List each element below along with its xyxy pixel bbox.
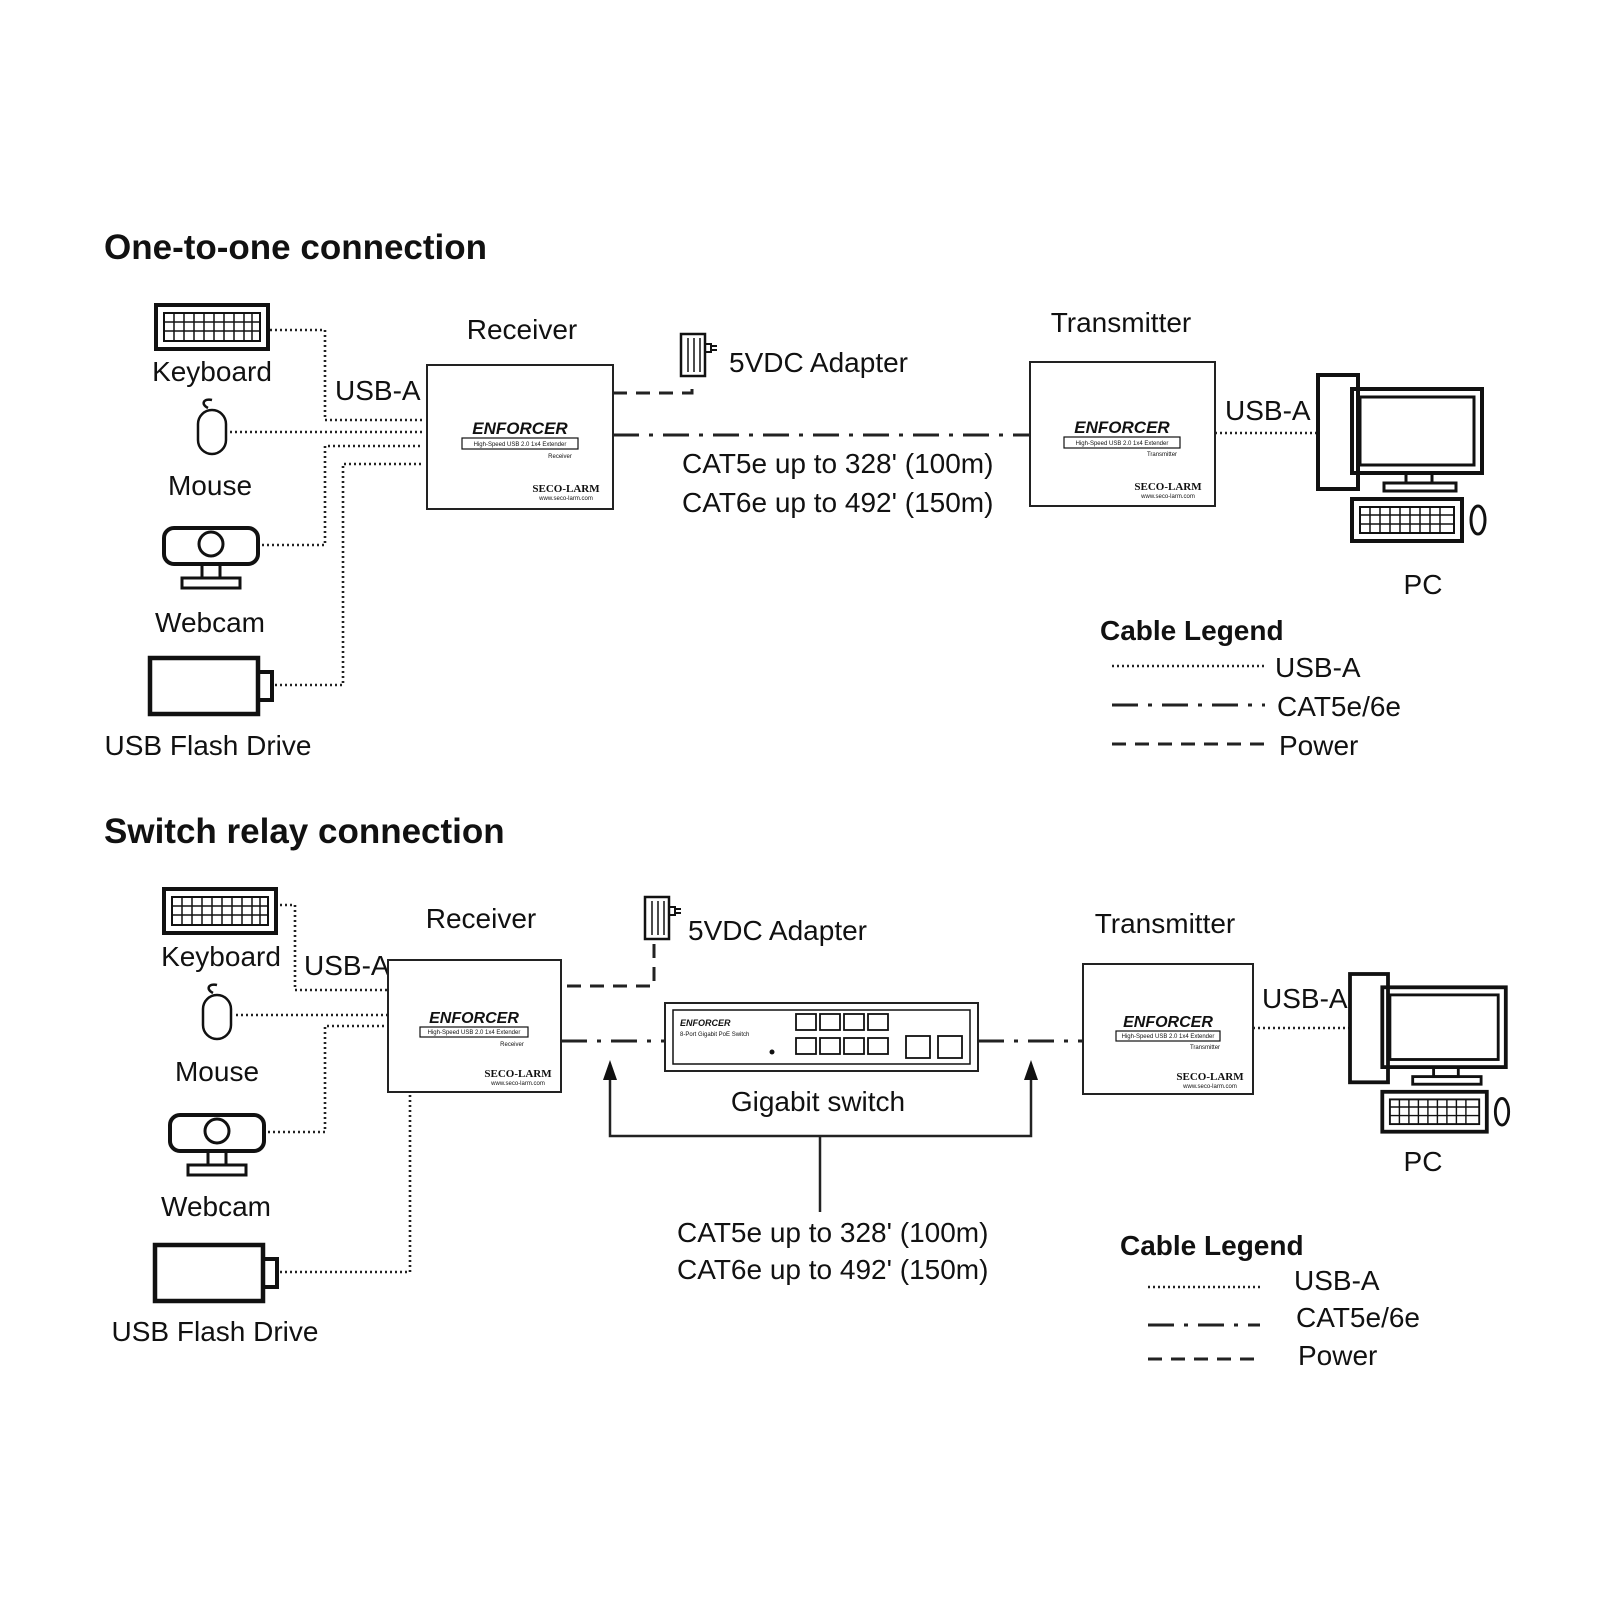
svg-text:SECO-LARM: SECO-LARM bbox=[1176, 1071, 1244, 1083]
usb-a-label-right-2: USB-A bbox=[1262, 983, 1348, 1014]
legend-title: Cable Legend bbox=[1100, 615, 1284, 646]
legend-power-label-2: Power bbox=[1298, 1340, 1377, 1371]
webcam-label: Webcam bbox=[155, 607, 265, 638]
flash-drive-label-2: USB Flash Drive bbox=[112, 1316, 319, 1347]
cable-spec-cat5e-2: CAT5e up to 328' (100m) bbox=[677, 1217, 988, 1248]
svg-text:Receiver: Receiver bbox=[500, 1042, 524, 1048]
keyboard-label-2: Keyboard bbox=[161, 941, 281, 972]
cable-spec-cat5e: CAT5e up to 328' (100m) bbox=[682, 448, 993, 479]
usb-cable-keyboard bbox=[270, 328, 422, 422]
transmitter-unit-2: ENFORCER High-Speed USB 2.0 1x4 Extender… bbox=[1082, 963, 1254, 1095]
adapter-label-2: 5VDC Adapter bbox=[688, 915, 867, 946]
adapter-label: 5VDC Adapter bbox=[729, 347, 908, 378]
mouse-label-2: Mouse bbox=[175, 1056, 259, 1087]
svg-text:High-Speed USB 2.0 1x4 Extende: High-Speed USB 2.0 1x4 Extender bbox=[1076, 441, 1169, 447]
usb-a-label-right: USB-A bbox=[1225, 395, 1311, 426]
svg-text:SECO-LARM: SECO-LARM bbox=[1134, 481, 1202, 493]
svg-text:www.seco-larm.com: www.seco-larm.com bbox=[490, 1081, 545, 1087]
svg-text:High-Speed USB 2.0 1x4 Extende: High-Speed USB 2.0 1x4 Extender bbox=[1122, 1034, 1215, 1040]
svg-text:ENFORCER: ENFORCER bbox=[680, 1018, 731, 1028]
keyboard-icon-2 bbox=[162, 887, 278, 935]
svg-text:ENFORCER: ENFORCER bbox=[1074, 418, 1170, 437]
legend-power-label: Power bbox=[1279, 730, 1358, 761]
svg-text:www.seco-larm.com: www.seco-larm.com bbox=[1182, 1084, 1237, 1090]
transmitter-unit: ENFORCER High-Speed USB 2.0 1x4 Extender… bbox=[1029, 361, 1216, 507]
cable-spec-cat6e: CAT6e up to 492' (150m) bbox=[682, 487, 993, 518]
webcam-icon bbox=[162, 526, 260, 590]
usb-a-label-left: USB-A bbox=[335, 375, 421, 406]
keyboard-icon bbox=[154, 303, 270, 351]
diagram1-title: One-to-one connection bbox=[104, 228, 487, 267]
svg-text:Transmitter: Transmitter bbox=[1190, 1045, 1220, 1051]
usb-cable-keyboard-2 bbox=[280, 903, 388, 992]
svg-text:www.seco-larm.com: www.seco-larm.com bbox=[1140, 494, 1195, 500]
svg-text:ENFORCER: ENFORCER bbox=[1123, 1014, 1213, 1031]
arrow-up-right-icon bbox=[1024, 1060, 1038, 1080]
cable-spec-cat6e-2: CAT6e up to 492' (150m) bbox=[677, 1254, 988, 1285]
svg-text:ENFORCER: ENFORCER bbox=[472, 419, 568, 438]
cable-legend-2: Cable Legend USB-A CAT5e/6e Power bbox=[1120, 1230, 1420, 1371]
svg-text:Transmitter: Transmitter bbox=[1147, 452, 1177, 458]
cable-legend: Cable Legend USB-A CAT5e/6e Power bbox=[1100, 615, 1401, 761]
legend-cat-label: CAT5e/6e bbox=[1277, 691, 1401, 722]
power-cable-2 bbox=[567, 944, 656, 988]
usb-cable-flash bbox=[275, 462, 422, 687]
svg-text:SECO-LARM: SECO-LARM bbox=[532, 483, 600, 495]
diagram2-title: Switch relay connection bbox=[104, 812, 505, 851]
switch-relay-diagram: Switch relay connection Keyboard Mouse W… bbox=[104, 812, 1511, 1371]
mouse-icon-2 bbox=[201, 983, 233, 1041]
flash-drive-icon bbox=[150, 658, 272, 714]
usb-cable-webcam-2 bbox=[268, 1024, 388, 1134]
receiver-label-2: Receiver bbox=[426, 903, 536, 934]
svg-text:High-Speed USB 2.0 1x4 Extende: High-Speed USB 2.0 1x4 Extender bbox=[428, 1030, 521, 1036]
svg-text:ENFORCER: ENFORCER bbox=[429, 1010, 519, 1027]
power-cable bbox=[613, 380, 694, 395]
keyboard-label: Keyboard bbox=[152, 356, 272, 387]
adapter-icon bbox=[679, 332, 719, 378]
one-to-one-diagram: One-to-one connection Keyboard Mouse Web… bbox=[104, 228, 1487, 761]
switch-label: Gigabit switch bbox=[731, 1086, 905, 1117]
flash-drive-label: USB Flash Drive bbox=[105, 730, 312, 761]
usb-a-label-left-2: USB-A bbox=[304, 950, 390, 981]
gigabit-switch-unit: ENFORCER 8-Port Gigabit PoE Switch bbox=[664, 1002, 979, 1072]
adapter-icon-2 bbox=[643, 895, 683, 941]
legend-usb-label-2: USB-A bbox=[1294, 1265, 1380, 1296]
pc-label: PC bbox=[1404, 569, 1443, 600]
mouse-icon bbox=[196, 398, 228, 456]
arrow-up-left-icon bbox=[603, 1060, 617, 1080]
legend-cat-label-2: CAT5e/6e bbox=[1296, 1302, 1420, 1333]
receiver-unit: ENFORCER High-Speed USB 2.0 1x4 Extender… bbox=[426, 364, 614, 510]
flash-drive-icon-2 bbox=[155, 1245, 277, 1301]
webcam-label-2: Webcam bbox=[161, 1191, 271, 1222]
usb-cable-flash-2 bbox=[280, 1092, 412, 1274]
pc-icon-2 bbox=[1348, 972, 1511, 1134]
receiver-label: Receiver bbox=[467, 314, 577, 345]
transmitter-label-2: Transmitter bbox=[1095, 908, 1236, 939]
svg-text:SECO-LARM: SECO-LARM bbox=[484, 1068, 552, 1080]
mouse-label: Mouse bbox=[168, 470, 252, 501]
svg-text:8-Port Gigabit PoE Switch: 8-Port Gigabit PoE Switch bbox=[680, 1032, 749, 1038]
usb-cable-webcam bbox=[262, 444, 422, 547]
svg-text:www.seco-larm.com: www.seco-larm.com bbox=[538, 496, 593, 502]
legend-usb-label: USB-A bbox=[1275, 652, 1361, 683]
svg-text:Receiver: Receiver bbox=[548, 454, 572, 460]
svg-text:High-Speed USB 2.0 1x4 Extende: High-Speed USB 2.0 1x4 Extender bbox=[474, 442, 567, 448]
pc-icon bbox=[1316, 373, 1487, 543]
pc-label-2: PC bbox=[1404, 1146, 1443, 1177]
receiver-unit-2: ENFORCER High-Speed USB 2.0 1x4 Extender… bbox=[387, 959, 562, 1093]
transmitter-label: Transmitter bbox=[1051, 307, 1192, 338]
legend-title-2: Cable Legend bbox=[1120, 1230, 1304, 1261]
webcam-icon-2 bbox=[168, 1113, 266, 1177]
